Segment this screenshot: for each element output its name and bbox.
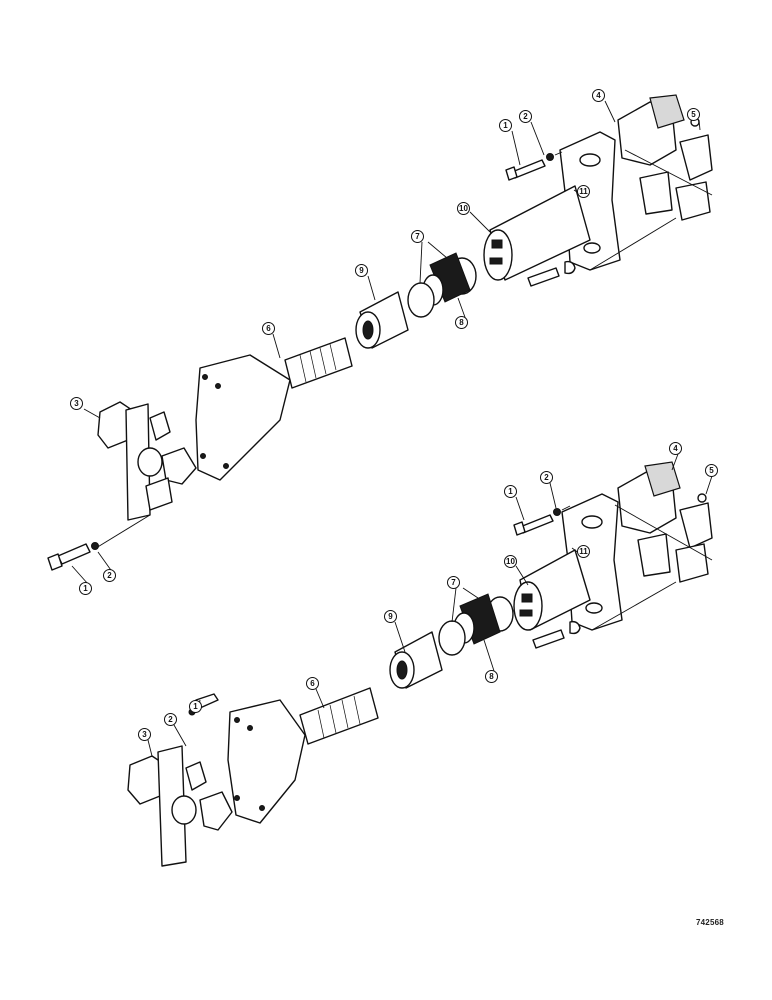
callout-needle-bearing: 8 — [485, 670, 498, 683]
callout-lock-washer: 2 — [540, 471, 553, 484]
lower-bearing-stack — [389, 593, 514, 689]
callout-bearing-cross: 4 — [592, 89, 605, 102]
callout-lock-washer: 2 — [519, 110, 532, 123]
callout-seal-rings: 7 — [447, 576, 460, 589]
callout-dust-cap: 9 — [384, 610, 397, 623]
lower-ujoint — [127, 693, 233, 867]
lower-cross — [614, 461, 713, 583]
upper-slip-yoke — [483, 131, 621, 281]
callout-shaft-yoke: 6 — [306, 677, 319, 690]
upper-shaft-yoke — [195, 337, 353, 481]
callout-plug: 11 — [577, 545, 590, 558]
upper-bolt-left — [47, 542, 99, 571]
callout-lock-washer: 2 — [103, 569, 116, 582]
callout-slip-yoke: 10 — [457, 202, 470, 215]
callout-seal-rings: 7 — [411, 230, 424, 243]
lower-bolt-right — [513, 505, 571, 536]
upper-bolt-right — [505, 151, 563, 181]
callout-bolt: 1 — [499, 119, 512, 132]
callout-ujoint-cross: 3 — [70, 397, 83, 410]
illustration-reference-number: 742568 — [696, 918, 724, 927]
lower-shaft-yoke — [227, 687, 379, 824]
upper-ujoint — [95, 401, 197, 549]
callout-bolt: 1 — [504, 485, 517, 498]
callout-lock-washer: 2 — [164, 713, 177, 726]
upper-cross — [617, 94, 713, 221]
callout-bearing-cross: 4 — [669, 442, 682, 455]
callout-slip-yoke: 10 — [504, 555, 517, 568]
lower-assembly — [127, 453, 713, 867]
callout-ujoint-cross: 3 — [138, 728, 151, 741]
upper-assembly — [47, 94, 713, 585]
upper-bearing-stack — [355, 252, 477, 349]
lower-slip-yoke — [513, 493, 623, 631]
callout-needle-bearing: 8 — [455, 316, 468, 329]
callout-lube-fitting: 5 — [705, 464, 718, 477]
callout-lube-fitting: 5 — [687, 108, 700, 121]
callout-bolt: 1 — [189, 700, 202, 713]
callout-dust-cap: 9 — [355, 264, 368, 277]
callout-shaft-yoke: 6 — [262, 322, 275, 335]
lower-leaders — [147, 453, 713, 757]
callout-bolt: 1 — [79, 582, 92, 595]
callout-plug: 11 — [577, 185, 590, 198]
